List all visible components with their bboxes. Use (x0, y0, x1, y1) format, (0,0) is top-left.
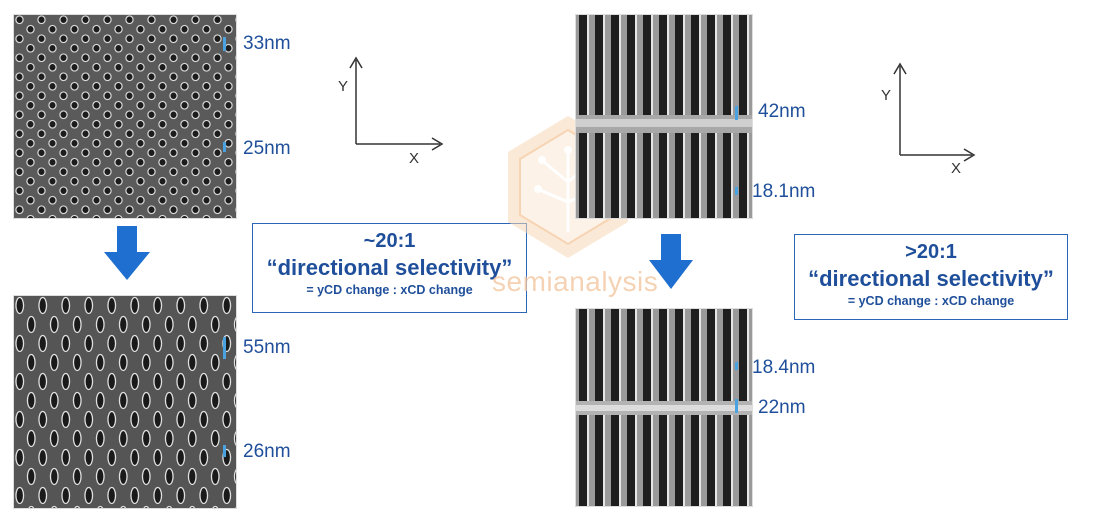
selectivity-subtitle: = yCD change : xCD change (306, 283, 473, 297)
measure-tick (223, 37, 226, 51)
selectivity-title: “directional selectivity” (808, 266, 1054, 291)
measure-label-y: 22nm (758, 397, 806, 418)
measure-tick (735, 106, 738, 120)
sem-image-line-space (575, 14, 753, 219)
measure-tick (223, 445, 226, 457)
measure-label-y: 33nm (243, 33, 291, 54)
arrow-down-icon (104, 226, 150, 280)
sem-image-line-space-etched (575, 308, 753, 507)
axis-y-label: Y (881, 87, 892, 104)
axis-y-label: Y (338, 78, 349, 95)
sem-image-round-holes (13, 14, 237, 219)
xy-axes-icon (893, 62, 976, 162)
selectivity-title: “directional selectivity” (266, 255, 513, 280)
measure-label-x: 18.1nm (752, 181, 816, 202)
xy-axes-icon (349, 56, 444, 151)
selectivity-box: >20:1 “directional selectivity” = yCD ch… (794, 234, 1068, 320)
measure-label-y: 42nm (758, 101, 806, 122)
axis-x-label: X (409, 150, 420, 167)
measure-tick (735, 187, 738, 195)
selectivity-box: ~20:1 “directional selectivity” = yCD ch… (252, 223, 527, 313)
axis-x-label: X (951, 160, 962, 177)
measure-tick (223, 142, 226, 152)
sem-image-oval-holes (13, 295, 237, 509)
arrow-down-icon (649, 234, 693, 289)
measure-tick (735, 399, 738, 413)
measure-label-x: 18.4nm (752, 357, 816, 378)
selectivity-ratio: >20:1 (905, 241, 957, 263)
measure-label-x: 26nm (243, 441, 291, 462)
measure-label-y: 55nm (243, 337, 291, 358)
measure-tick (223, 337, 226, 359)
watermark-text: semianalysis (492, 266, 659, 297)
selectivity-ratio: ~20:1 (363, 230, 416, 252)
measure-label-x: 25nm (243, 138, 291, 159)
selectivity-subtitle: = yCD change : xCD change (847, 294, 1015, 308)
measure-tick (735, 362, 738, 370)
